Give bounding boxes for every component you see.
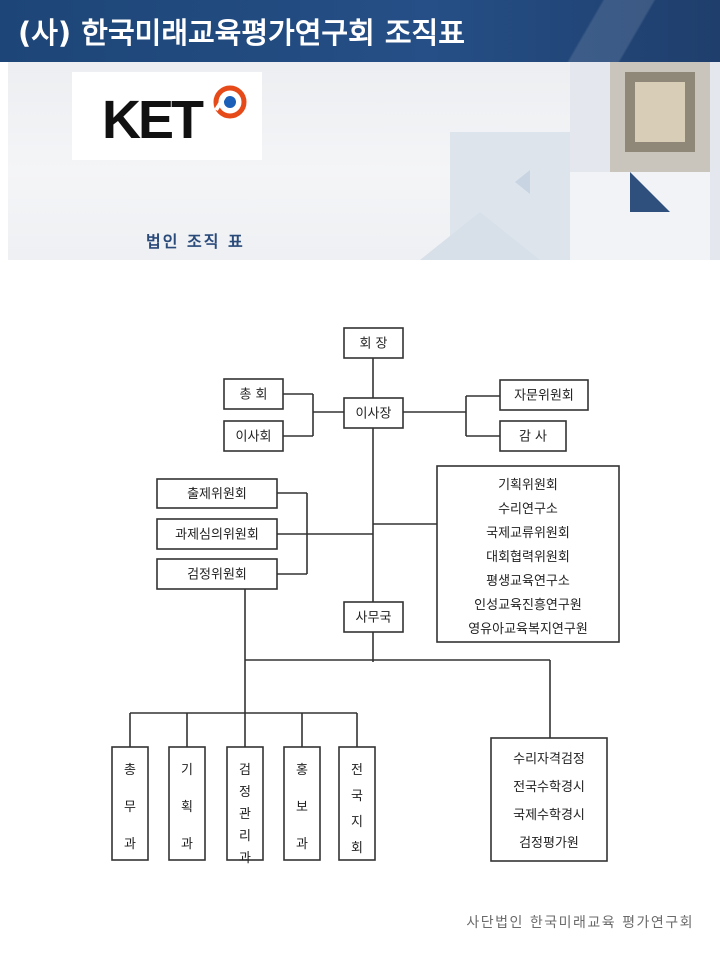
department-char: 회 — [351, 841, 363, 856]
department-char: 과 — [181, 837, 193, 852]
ket-logo: KET — [72, 72, 262, 160]
department-char: 보 — [296, 800, 308, 815]
department-char: 리 — [239, 829, 251, 844]
department-char: 국 — [351, 789, 363, 804]
org-chart: 회 장 총 회 이사회 이사장 자문위원회 감 사 출제위원회 과제심의위원회 … — [111, 327, 620, 867]
program-item: 국제수학경시 — [513, 808, 585, 823]
program-item: 검정평가원 — [519, 836, 579, 851]
node-audit: 감 사 — [519, 430, 547, 445]
node-certification-committee: 검정위원회 — [187, 568, 247, 583]
department-char: 관 — [239, 807, 251, 822]
node-general-assembly: 총 회 — [239, 388, 267, 403]
department-char: 과 — [296, 837, 308, 852]
department-char: 검 — [239, 763, 251, 778]
node-review-committee: 과제심의위원회 — [175, 528, 259, 543]
institute-item: 인성교육진흥연구원 — [474, 598, 582, 613]
node-exam-committee: 출제위원회 — [187, 487, 247, 502]
node-boxes — [111, 327, 620, 862]
institute-item: 수리연구소 — [498, 502, 558, 517]
node-secretariat: 사무국 — [356, 611, 392, 626]
department-char: 정 — [239, 785, 251, 800]
department-char: 무 — [124, 800, 136, 815]
node-labels: 회 장 총 회 이사회 이사장 자문위원회 감 사 출제위원회 과제심의위원회 … — [124, 337, 588, 867]
banner-decoration — [420, 62, 720, 260]
title-bar-accent — [500, 0, 720, 62]
banner: KET 법인 조직 표 — [8, 62, 720, 260]
department-char: 전 — [351, 763, 363, 778]
banner-subtitle: 법인 조직 표 — [146, 232, 245, 251]
institute-item: 평생교육연구소 — [486, 574, 570, 589]
logo-swoosh-icon — [213, 85, 247, 119]
institute-item: 국제교류위원회 — [486, 526, 570, 541]
department-char: 기 — [181, 763, 193, 778]
department-char: 획 — [181, 800, 193, 815]
program-item: 수리자격검정 — [513, 752, 585, 767]
department-char: 총 — [124, 763, 136, 778]
page-title: (사) 한국미래교육평가연구회 조직표 — [18, 16, 465, 50]
institute-list: 기획위원회수리연구소국제교류위원회대회협력위원회평생교육연구소인성교육진흥연구원… — [468, 478, 588, 637]
logo-text: KET — [102, 90, 204, 150]
institute-item: 대회협력위원회 — [486, 550, 570, 565]
node-board: 이사회 — [236, 430, 272, 445]
node-board-chair: 이사장 — [356, 407, 392, 422]
program-item: 전국수학경시 — [513, 780, 585, 795]
title-bar: (사) 한국미래교육평가연구회 조직표 — [0, 0, 720, 62]
department-char: 홍 — [296, 763, 308, 778]
institute-item: 기획위원회 — [498, 478, 558, 493]
institute-item: 영유아교육복지연구원 — [468, 622, 588, 637]
department-char: 과 — [124, 837, 136, 852]
department-char: 과 — [239, 851, 251, 866]
department-char: 지 — [351, 815, 363, 830]
node-advisory: 자문위원회 — [514, 389, 574, 404]
node-chairman: 회 장 — [359, 337, 387, 352]
footer-org-name: 사단법인 한국미래교육 평가연구회 — [466, 915, 694, 931]
